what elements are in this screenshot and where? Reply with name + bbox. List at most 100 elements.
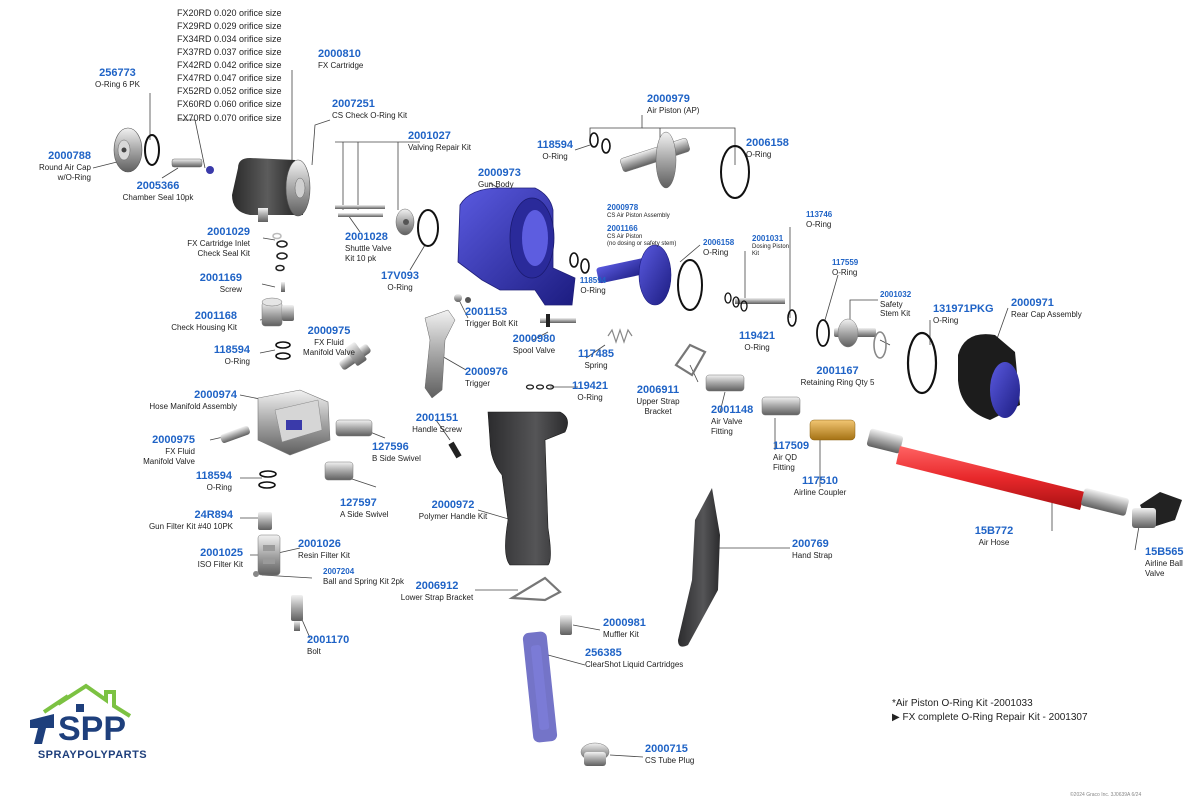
part-description: Lower Strap Bracket (400, 593, 474, 603)
part-description: ClearShot Liquid Cartridges (585, 660, 684, 670)
air-hose (866, 428, 1129, 516)
safety-stem (834, 318, 876, 348)
orifice-size-item: FX60RD 0.060 orifice size (177, 99, 282, 109)
part-number: 2000973 (478, 167, 521, 179)
part-description: Shuttle Valve Kit 10 pk (345, 244, 392, 263)
valving-repair-kit (335, 205, 415, 236)
part-description: Rear Cap Assembly (1011, 310, 1082, 320)
part-number: 117559 (832, 258, 859, 267)
orifice-size-item: FX20RD 0.020 orifice size (177, 8, 282, 18)
part-number: 2001025 (200, 547, 243, 559)
part-description: O-Ring (806, 219, 832, 229)
part-description: O-Ring (744, 343, 770, 353)
o-ring-117559 (816, 319, 830, 347)
o-rings-119421-lower (525, 384, 555, 390)
part-description: FX Fluid Manifold Valve (143, 447, 195, 466)
part-number: 131971PKG (933, 303, 994, 315)
part-number: 256385 (585, 647, 622, 659)
part-number: 2001032 (880, 290, 912, 299)
part-description: B Side Swivel (372, 454, 421, 464)
part-number: 2001029 (207, 226, 250, 238)
upper-strap-bracket (674, 343, 707, 377)
spring (607, 328, 633, 344)
part-description: Air Valve Fitting (711, 417, 743, 436)
orifice-size-item: FX34RD 0.034 orifice size (177, 34, 282, 44)
part-description: Spring (584, 361, 608, 371)
inlet-check-seals (272, 232, 288, 272)
orifice-size-item: FX37RD 0.037 orifice size (177, 47, 282, 57)
part-number: 2000976 (465, 366, 508, 378)
part-number: 118594 (195, 470, 232, 482)
fx-fluid-manifold-valve-upper (339, 342, 371, 370)
part-description: Resin Filter Kit (298, 551, 351, 561)
gun-filter (258, 512, 272, 530)
part-description: Check Housing Kit (171, 323, 237, 333)
air-qd-fitting (761, 396, 801, 416)
o-rings-118594-upper (275, 341, 291, 360)
part-description: O-Ring (746, 150, 772, 160)
part-number: 2001166 (607, 224, 638, 233)
part-number: 2006912 (415, 580, 459, 592)
part-description: Chamber Seal 10pk (122, 193, 194, 203)
hose-manifold-assembly (257, 389, 331, 456)
rear-cap-assembly (958, 334, 1020, 420)
part-description: FX Fluid Manifold Valve (303, 338, 355, 357)
part-description: O-Ring (832, 267, 858, 277)
trigger (424, 309, 456, 399)
check-housing (261, 297, 294, 327)
part-number: 2000975 (152, 434, 195, 446)
part-number: 2000972 (431, 499, 475, 511)
round-air-cap (113, 127, 143, 173)
part-number: 2001031 (752, 234, 784, 243)
repair-kit-note: ▶ FX complete O-Ring Repair Kit - 200130… (892, 712, 1088, 723)
part-number: 2001027 (408, 130, 451, 142)
part-description: O-Ring (580, 285, 606, 295)
trigger-bolt (454, 294, 471, 303)
svg-text:SPP: SPP (58, 710, 126, 748)
part-description: Trigger Bolt Kit (465, 319, 518, 329)
part-description: Gun Filter Kit #40 10PK (148, 522, 233, 532)
part-description: Ball and Spring Kit 2pk (323, 576, 404, 586)
part-description: Retaining Ring Qty 5 (800, 378, 875, 388)
part-description: O-Ring 6 PK (95, 80, 140, 90)
part-number: 17V093 (381, 270, 419, 282)
part-number: 127597 (340, 497, 377, 509)
part-description: CS Air Piston Assembly (607, 212, 670, 219)
part-number: 2007204 (323, 567, 355, 576)
part-number: 117510 (801, 475, 839, 487)
air-piston-kit-note: *Air Piston O-Ring Kit -2001033 (892, 698, 1033, 709)
part-description: Hose Manifold Assembly (149, 402, 237, 412)
part-number: 2000715 (645, 743, 688, 755)
gun-body (457, 187, 576, 306)
part-number: 15B565 (1145, 546, 1184, 558)
part-description: A Side Swivel (340, 510, 389, 520)
part-number: 2006911 (636, 384, 680, 396)
part-description: FX Cartridge Inlet Check Seal Kit (187, 239, 250, 258)
part-number: 119421 (738, 330, 776, 342)
part-number: 24R894 (194, 509, 233, 521)
leader-lines (92, 70, 1141, 758)
part-number: 256773 (99, 67, 136, 79)
part-description: ISO Filter Kit (197, 560, 243, 570)
air-piston-ap (620, 131, 690, 189)
